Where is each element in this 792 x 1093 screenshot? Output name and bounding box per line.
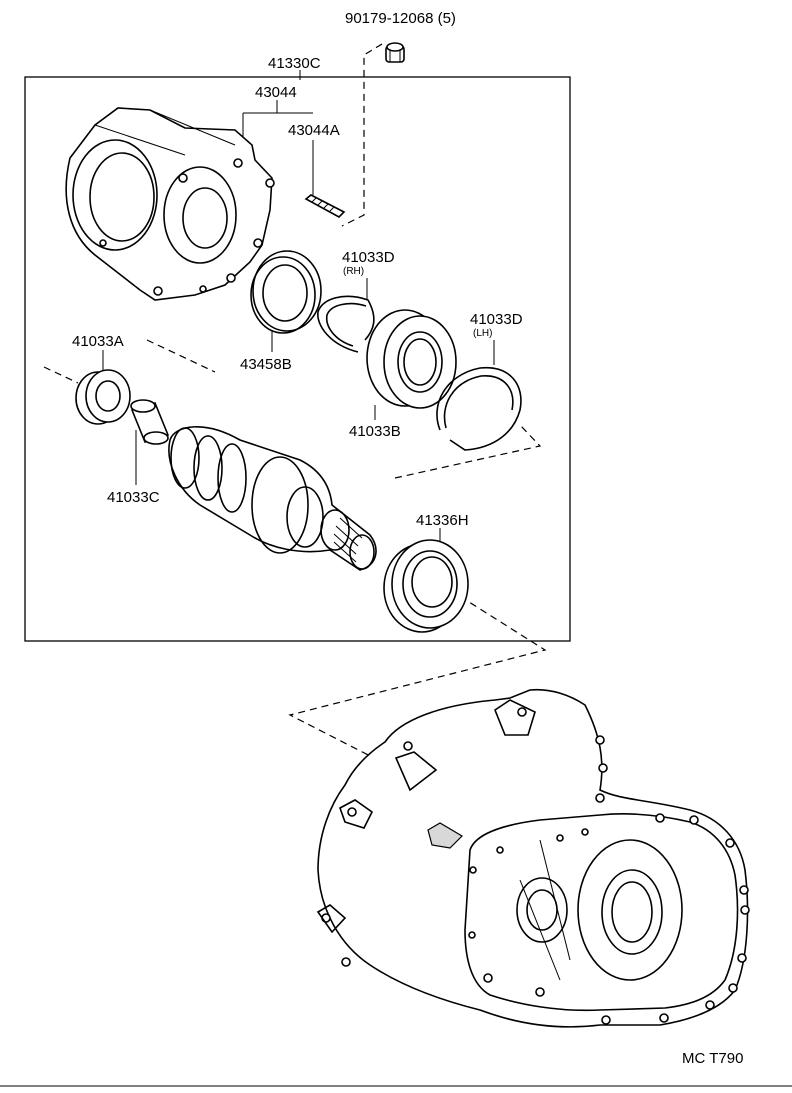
stud-part (304, 194, 346, 218)
transaxle-housing-part (316, 688, 750, 1028)
label-bearing-a: 41033A (72, 333, 124, 350)
oil-seal-h-part (383, 539, 469, 633)
label-oil-seal-h: 41336H (416, 512, 469, 529)
label-stud: 43044A (288, 122, 340, 139)
bearing-a-part (75, 369, 131, 425)
label-footer: MC T790 (682, 1050, 743, 1067)
label-bolt: 90179-12068 (5) (345, 10, 456, 27)
oil-seal-b-part (250, 250, 322, 334)
assembly-frame (24, 76, 571, 642)
label-bearing-b: 41033B (349, 423, 401, 440)
label-snap-ring-rh: 41033D (342, 249, 395, 266)
label-lh: (LH) (473, 328, 492, 339)
bearing-c-part (130, 399, 170, 445)
label-case: 43044 (255, 84, 297, 101)
label-assembly: 41330C (268, 55, 321, 72)
dashed-guides (43, 43, 547, 761)
snap-ring-rh-part (317, 295, 375, 353)
label-rh: (RH) (343, 266, 364, 277)
label-oil-seal-b: 43458B (240, 356, 292, 373)
snap-ring-lh-part (436, 367, 522, 451)
transfer-case-part (65, 107, 275, 301)
label-snap-ring-lh: 41033D (470, 311, 523, 328)
bearing-b-part (366, 309, 457, 409)
bolt-part (385, 42, 405, 63)
label-bearing-c: 41033C (107, 489, 160, 506)
output-shaft-part (168, 426, 377, 571)
